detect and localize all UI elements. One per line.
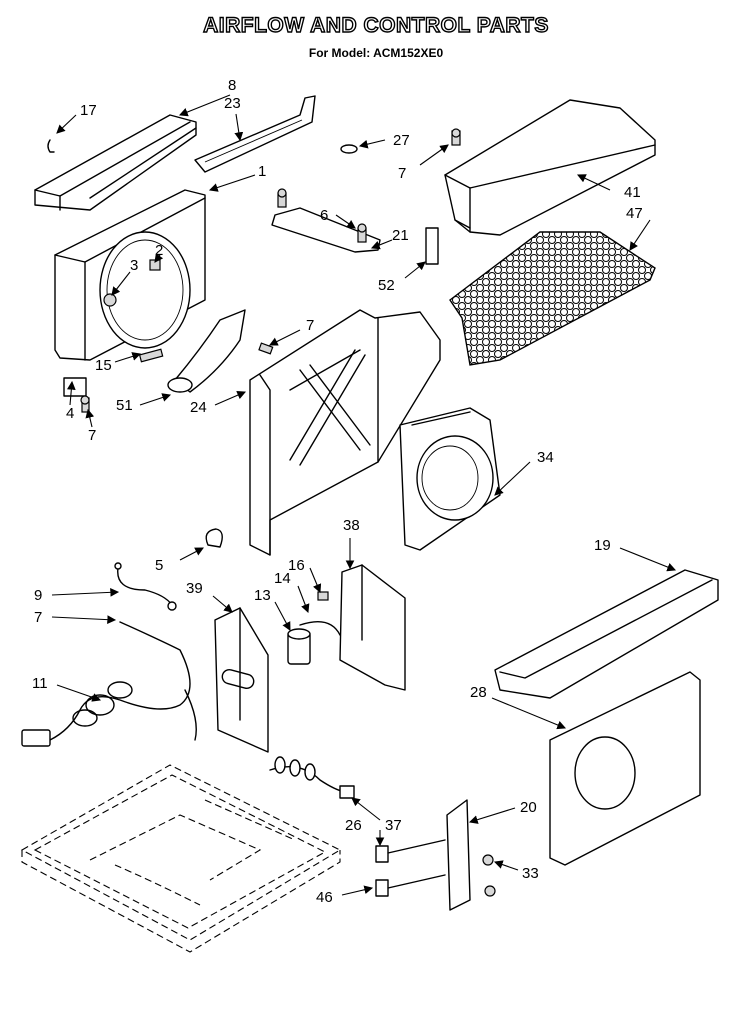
- callout-24: 24: [190, 399, 207, 416]
- part-39-control-panel: [214, 607, 269, 753]
- callout-15: 15: [95, 357, 112, 374]
- callout-33: 33: [522, 865, 539, 882]
- callout-4: 4: [66, 405, 74, 422]
- callout-2: 2: [155, 242, 163, 259]
- part-23-seal-strip: [194, 95, 316, 173]
- callout-3: 3: [130, 257, 138, 274]
- part-51-shroud: [167, 309, 246, 393]
- callout-7-top: 7: [398, 165, 406, 182]
- leader-lines: [51, 94, 677, 896]
- callout-19: 19: [594, 537, 611, 554]
- part-41-top-cover: [444, 99, 656, 236]
- part-7-screw-top: [451, 128, 461, 146]
- part-5-clamp: [205, 528, 223, 548]
- part-1-orifice-panel: [54, 189, 206, 361]
- callout-14: 14: [274, 570, 291, 587]
- part-28-front-panel: [549, 671, 701, 866]
- callout-17: 17: [80, 102, 97, 119]
- callout-38: 38: [343, 517, 360, 534]
- callout-26: 26: [345, 817, 362, 834]
- part-15-clip: [138, 348, 164, 363]
- callout-23: 23: [224, 95, 241, 112]
- callout-7-left: 7: [88, 427, 96, 444]
- part-14-capacitor-strap: [299, 591, 341, 636]
- callout-9: 9: [34, 587, 42, 604]
- diagram-title: AIRFLOW AND CONTROL PARTS: [202, 13, 549, 37]
- part-34-blower-scroll: [399, 407, 501, 551]
- part-52-bracket: [425, 227, 439, 265]
- callout-16: 16: [288, 557, 305, 574]
- callout-28: 28: [470, 684, 487, 701]
- callout-7-wire: 7: [34, 609, 42, 626]
- part-33-screws: [482, 854, 496, 897]
- callout-47: 47: [626, 205, 643, 222]
- callout-41: 41: [624, 184, 641, 201]
- callout-37: 37: [385, 817, 402, 834]
- part-17-clip: [47, 139, 55, 153]
- callout-39: 39: [186, 580, 203, 597]
- callout-34: 34: [537, 449, 554, 466]
- part-24-partition: [249, 309, 441, 556]
- part-47-filter: [449, 231, 656, 366]
- callout-46: 46: [316, 889, 333, 906]
- callout-11: 11: [32, 675, 48, 692]
- part-7-screw-mid: [258, 342, 274, 355]
- part-37-wire-harness: [269, 756, 355, 799]
- callout-5: 5: [155, 557, 163, 574]
- callout-20: 20: [520, 799, 537, 816]
- part-9-thermistor: [114, 562, 177, 611]
- part-27-plug: [340, 144, 358, 154]
- part-26-switch: [375, 839, 446, 863]
- callout-21: 21: [392, 227, 409, 244]
- callout-52: 52: [378, 277, 395, 294]
- callout-13: 13: [254, 587, 271, 604]
- part-8-top-channel: [34, 114, 197, 211]
- callout-labels: 17 8 23 27 7 1 6 21 52 41 47 2 3 15 4 7 …: [32, 77, 643, 906]
- callout-1: 1: [258, 163, 266, 180]
- callout-27: 27: [393, 132, 410, 149]
- part-46-switch: [375, 874, 446, 897]
- callout-8: 8: [228, 77, 236, 94]
- part-11-power-cord: [21, 621, 197, 747]
- part-38-control-bracket: [339, 564, 406, 691]
- callout-7-mid: 7: [306, 317, 314, 334]
- base-pan: [20, 764, 342, 953]
- callout-6: 6: [320, 207, 328, 224]
- diagram-subtitle: For Model: ACM152XE0: [308, 46, 444, 60]
- part-21-bracket: [271, 188, 381, 253]
- part-19-top-rail: [494, 569, 719, 699]
- callout-51: 51: [116, 397, 133, 414]
- part-20-bracket: [446, 799, 471, 911]
- part-13-capacitor: [287, 628, 311, 665]
